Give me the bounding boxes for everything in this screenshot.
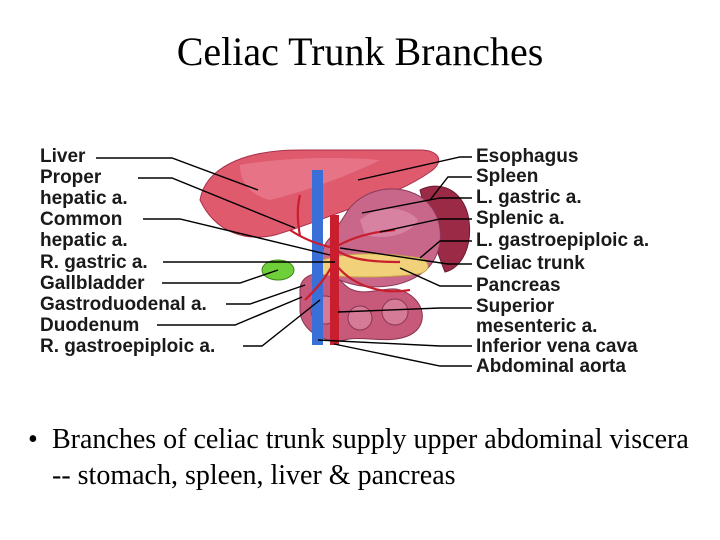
label-inferior-vena-cava: Inferior vena cava (476, 336, 638, 357)
anatomy-illustration (96, 149, 472, 367)
label-esophagus: Esophagus (476, 146, 579, 167)
label-splenic-a: Splenic a. (476, 208, 565, 229)
pancreas-shape (317, 253, 429, 278)
label-liver: Liver (40, 146, 86, 167)
label-common: Common (40, 209, 123, 230)
label-hepatic-a-common: hepatic a. (40, 230, 128, 251)
artery-branches (289, 194, 411, 301)
inferior-vena-cava (312, 170, 323, 345)
intestine-loop (381, 298, 409, 326)
intestine-loop (347, 305, 373, 331)
bullet-text: Branches of celiac trunk supply upper ab… (52, 424, 689, 491)
label-abdominal-aorta: Abdominal aorta (476, 356, 626, 377)
label-spleen: Spleen (476, 166, 539, 187)
label-celiac-trunk: Celiac trunk (476, 253, 585, 274)
label-l-gastroepiploic-a: L. gastroepiploic a. (476, 230, 650, 251)
label-r-gastroepiploic-a: R. gastroepiploic a. (40, 336, 216, 357)
liver-shading (240, 157, 380, 200)
label-r-gastric-a: R. gastric a. (40, 252, 148, 273)
label-duodenum: Duodenum (40, 315, 140, 336)
abdominal-aorta (330, 215, 339, 345)
bullet-symbol: • (28, 424, 38, 455)
label-mesenteric-a: mesenteric a. (476, 316, 598, 337)
label-superior: Superior (476, 296, 555, 317)
label-hepatic-a-proper: hepatic a. (40, 188, 128, 209)
stomach-highlight (360, 208, 418, 237)
right-leader-lines (317, 156, 472, 367)
celiac-trunk-diagram: Liver Proper hepatic a. Common hepatic a… (0, 140, 720, 380)
bullet-point: • Branches of celiac trunk supply upper … (28, 422, 698, 494)
label-l-gastric-a: L. gastric a. (476, 187, 582, 208)
label-pancreas: Pancreas (476, 275, 561, 296)
left-leader-lines (96, 157, 335, 347)
label-gastroduodenal-a: Gastroduodenal a. (40, 294, 207, 315)
slide-title: Celiac Trunk Branches (176, 29, 544, 74)
label-gallbladder: Gallbladder (40, 273, 145, 294)
label-proper: Proper (40, 167, 102, 188)
